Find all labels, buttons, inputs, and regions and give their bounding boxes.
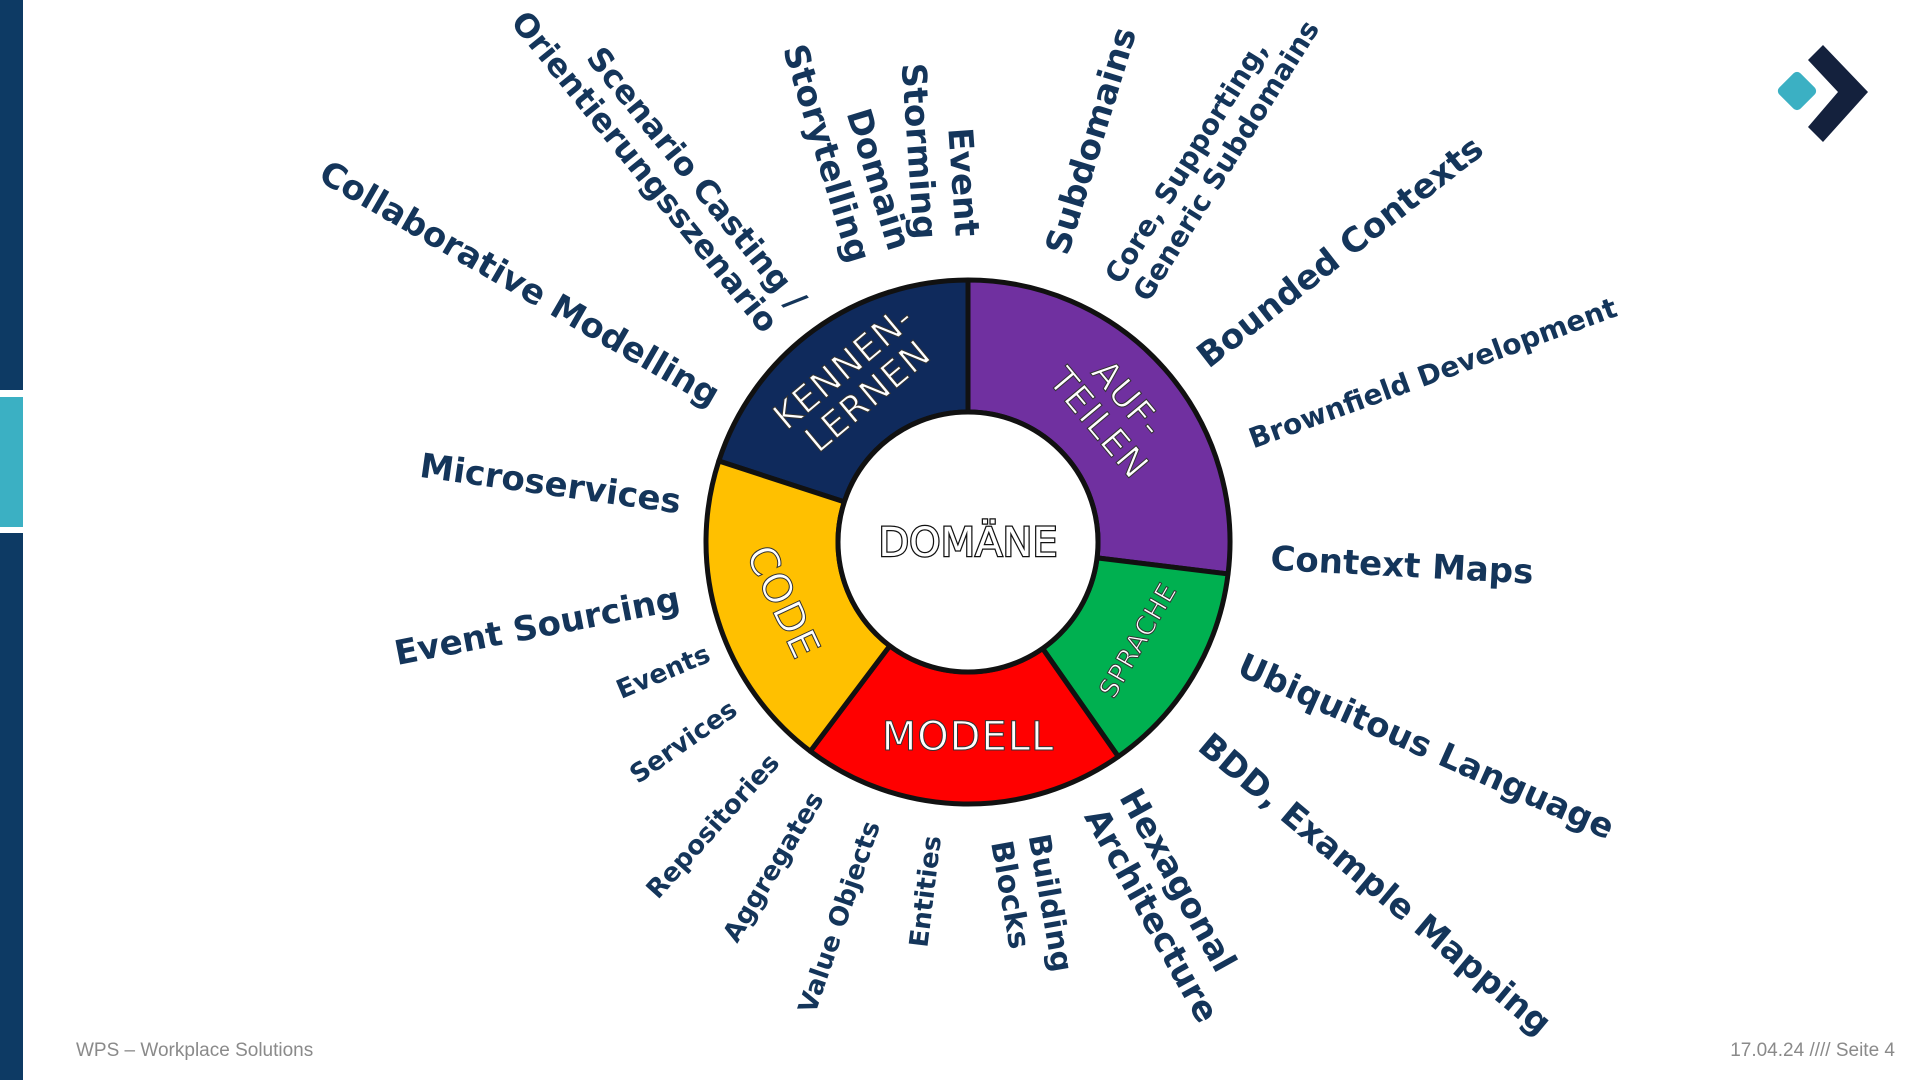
center-circle: [835, 409, 1101, 675]
term-services: Services: [625, 695, 743, 790]
sidebar-stripe-bottom: [0, 533, 23, 1080]
footer-date-page: 17.04.24 //// Seite 4: [1730, 1040, 1895, 1061]
term-events: Events: [612, 639, 715, 705]
wheel-center: DOMÄNE: [835, 409, 1101, 675]
term-entities: Entities: [904, 834, 947, 949]
term-event-storming: EventStorming: [893, 59, 987, 241]
term-brownfield-development: Brownfield Development: [1244, 291, 1621, 455]
term-context-maps: Context Maps: [1269, 539, 1534, 593]
wps-logo-icon: [1777, 45, 1868, 142]
term-event-sourcing: Event Sourcing: [391, 579, 683, 674]
sidebar-stripe-accent: [0, 397, 23, 527]
term-hexagonal-architecture: HexagonalArchitecture: [1076, 782, 1262, 1030]
center-label: DOMÄNE: [878, 518, 1057, 566]
term-microservices: Microservices: [417, 446, 683, 522]
sidebar-stripe-top: [0, 0, 23, 390]
footer-company: WPS – Workplace Solutions: [76, 1040, 314, 1061]
term-building-blocks: BuildingBlocks: [983, 831, 1079, 981]
term-value-objects: Value Objects: [793, 817, 887, 1017]
segment-label-modell: MODELL: [882, 714, 1055, 760]
